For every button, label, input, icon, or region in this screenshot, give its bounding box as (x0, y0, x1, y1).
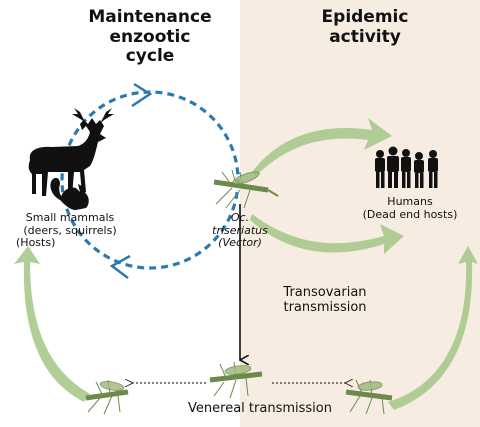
left-title-line2: enzootic (109, 26, 191, 47)
left-title-line1: Maintenance (88, 7, 212, 27)
mosquito-bottom-right (345, 379, 393, 415)
right-panel-title: Epidemic activity (300, 7, 430, 47)
squirrel-icon (50, 177, 89, 210)
mosquito-icon (213, 169, 279, 209)
vector-line1: Oc. (230, 211, 250, 224)
vector-label: Oc. triseriatus (Vector) (198, 211, 282, 250)
left-panel-title: Maintenance enzootic cycle (60, 7, 240, 67)
green-arrow-left-upward (14, 246, 90, 402)
epidemic-background (240, 0, 480, 427)
right-title-line1: Epidemic (321, 7, 409, 27)
hosts-line1: Small mammals (25, 211, 115, 224)
transovarian-line1: Transovarian (283, 285, 367, 300)
green-arrow-to-humans-upper (252, 118, 392, 176)
green-arrow-to-humans-lower (250, 214, 404, 254)
humans-label: Humans (Dead end hosts) (350, 195, 470, 221)
mosquito-bottom-center (209, 361, 263, 399)
hosts-line2: (deers, squirrels) (23, 223, 117, 237)
right-title-line2: activity (329, 26, 401, 47)
mosquito-bottom-left (85, 379, 129, 415)
cycle-arrowhead-top (131, 82, 153, 108)
cycle-arrowhead-bottom (109, 254, 131, 279)
green-arrow-right-upward (388, 246, 478, 410)
venereal-label: Venereal transmission (188, 401, 332, 416)
hosts-label: Small mammals (deers, squirrels) (Hosts) (10, 211, 130, 250)
vector-line2: triseriatus (212, 223, 268, 237)
left-title-line3: cycle (125, 46, 175, 67)
hosts-line3: (Hosts) (16, 236, 56, 250)
transovarian-label: Transovarian transmission (270, 285, 380, 316)
humans-group-icon (375, 146, 438, 188)
vector-line3: (Vector) (218, 236, 262, 250)
deer-icon (28, 108, 114, 196)
humans-line1: Humans (387, 195, 433, 208)
humans-line2: (Dead end hosts) (362, 207, 458, 221)
transovarian-line2: transmission (283, 299, 367, 315)
